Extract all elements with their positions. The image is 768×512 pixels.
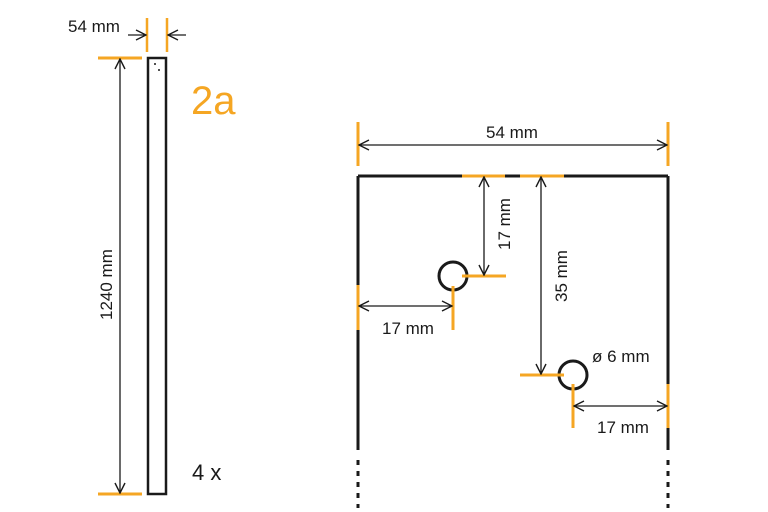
part-overview: 54 mm 1240 mm 2a 4 x: [68, 17, 236, 496]
detail-width-label: 54 mm: [486, 123, 538, 142]
hole-diameter-label: ø 6 mm: [592, 347, 650, 366]
width-dimension: 54 mm: [68, 17, 186, 52]
length-label: 1240 mm: [97, 249, 116, 320]
hole1-top-label: 17 mm: [495, 198, 514, 250]
wood-bar: [146, 56, 168, 496]
width-label: 54 mm: [68, 17, 120, 36]
hole2-side-dimension: 17 mm: [574, 406, 667, 437]
hole2-top-label: 35 mm: [552, 250, 571, 302]
quantity-label: 4 x: [192, 460, 221, 485]
hole2-side-label: 17 mm: [597, 418, 649, 437]
hole2-top-dimension: 35 mm: [541, 177, 571, 374]
hole1-top-dimension: 17 mm: [484, 177, 514, 275]
bar-mark-dot: [158, 69, 160, 71]
bar-mark-dot: [154, 63, 156, 65]
hole1-side-dimension: 17 mm: [359, 306, 452, 338]
hole1-side-label: 17 mm: [382, 319, 434, 338]
detail-width-dimension: 54 mm: [356, 122, 670, 166]
hole-detail: 54 mm 17 mm 17 mm 35 mm: [356, 122, 670, 508]
part-label: 2a: [191, 79, 236, 123]
length-dimension: 1240 mm: [97, 56, 142, 496]
